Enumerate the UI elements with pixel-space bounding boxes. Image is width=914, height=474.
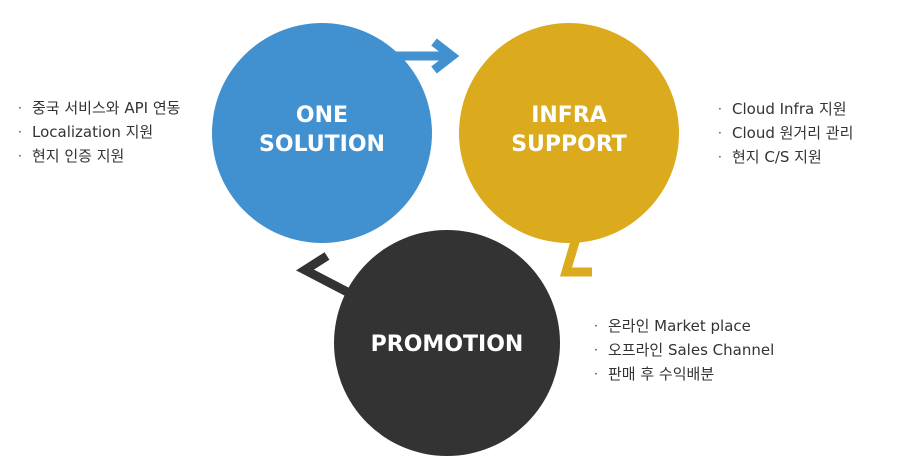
bullet-marker: · <box>718 126 722 140</box>
bullet-item: · 오프라인 Sales Channel <box>594 338 774 362</box>
bullet-marker: · <box>594 319 598 333</box>
bullet-marker: · <box>18 101 22 115</box>
promotion-bullet-list: · 온라인 Market place · 오프라인 Sales Channel · 판… <box>594 314 774 386</box>
infra-support-circle <box>459 23 679 243</box>
bullet-marker: · <box>718 102 722 116</box>
bullet-text: 중국 서비스와 API 연동 <box>32 99 181 117</box>
bullet-item: · Cloud 원거리 관리 <box>718 121 853 145</box>
bullet-item: · Cloud Infra 지원 <box>718 97 853 121</box>
bullet-text: 현지 C/S 지원 <box>732 148 822 166</box>
bullet-text: Cloud Infra 지원 <box>732 100 847 118</box>
bullet-marker: · <box>594 367 598 381</box>
bullet-text: Localization 지원 <box>32 123 154 141</box>
one-solution-circle <box>212 23 432 243</box>
infra-support-label-line2: SUPPORT <box>511 132 627 157</box>
bullet-text: 현지 인증 지원 <box>32 147 125 165</box>
bullet-item: · 중국 서비스와 API 연동 <box>18 96 180 120</box>
bullet-item: · Localization 지원 <box>18 120 180 144</box>
bullet-text: 오프라인 Sales Channel <box>608 341 775 359</box>
one-solution-label-line2: SOLUTION <box>259 132 385 157</box>
one-solution-label-line1: ONE <box>296 103 348 128</box>
promotion-circle <box>334 230 560 456</box>
promotion-label: PROMOTION <box>371 332 524 357</box>
infra-support-label-line1: INFRA <box>531 103 607 128</box>
bullet-item: · 현지 인증 지원 <box>18 144 180 168</box>
bullet-marker: · <box>18 149 22 163</box>
bullet-item: · 현지 C/S 지원 <box>718 145 853 169</box>
bullet-item: · 온라인 Market place <box>594 314 774 338</box>
bullet-marker: · <box>594 343 598 357</box>
one-solution-bullet-list: · 중국 서비스와 API 연동 · Localization 지원 · 현지 인증 … <box>18 96 180 168</box>
bullet-text: 온라인 Market place <box>608 317 751 335</box>
bullet-text: 판매 후 수익배분 <box>608 365 715 383</box>
bullet-text: Cloud 원거리 관리 <box>732 124 854 142</box>
bullet-marker: · <box>18 125 22 139</box>
bullet-marker: · <box>718 150 722 164</box>
arrow-promotion-to-one <box>296 252 358 300</box>
arrow-one-to-infra <box>395 38 460 74</box>
infra-support-bullet-list: · Cloud Infra 지원 · Cloud 원거리 관리 · 현지 C/S 지원 <box>718 97 853 169</box>
bullet-item: · 판매 후 수익배분 <box>594 362 774 386</box>
